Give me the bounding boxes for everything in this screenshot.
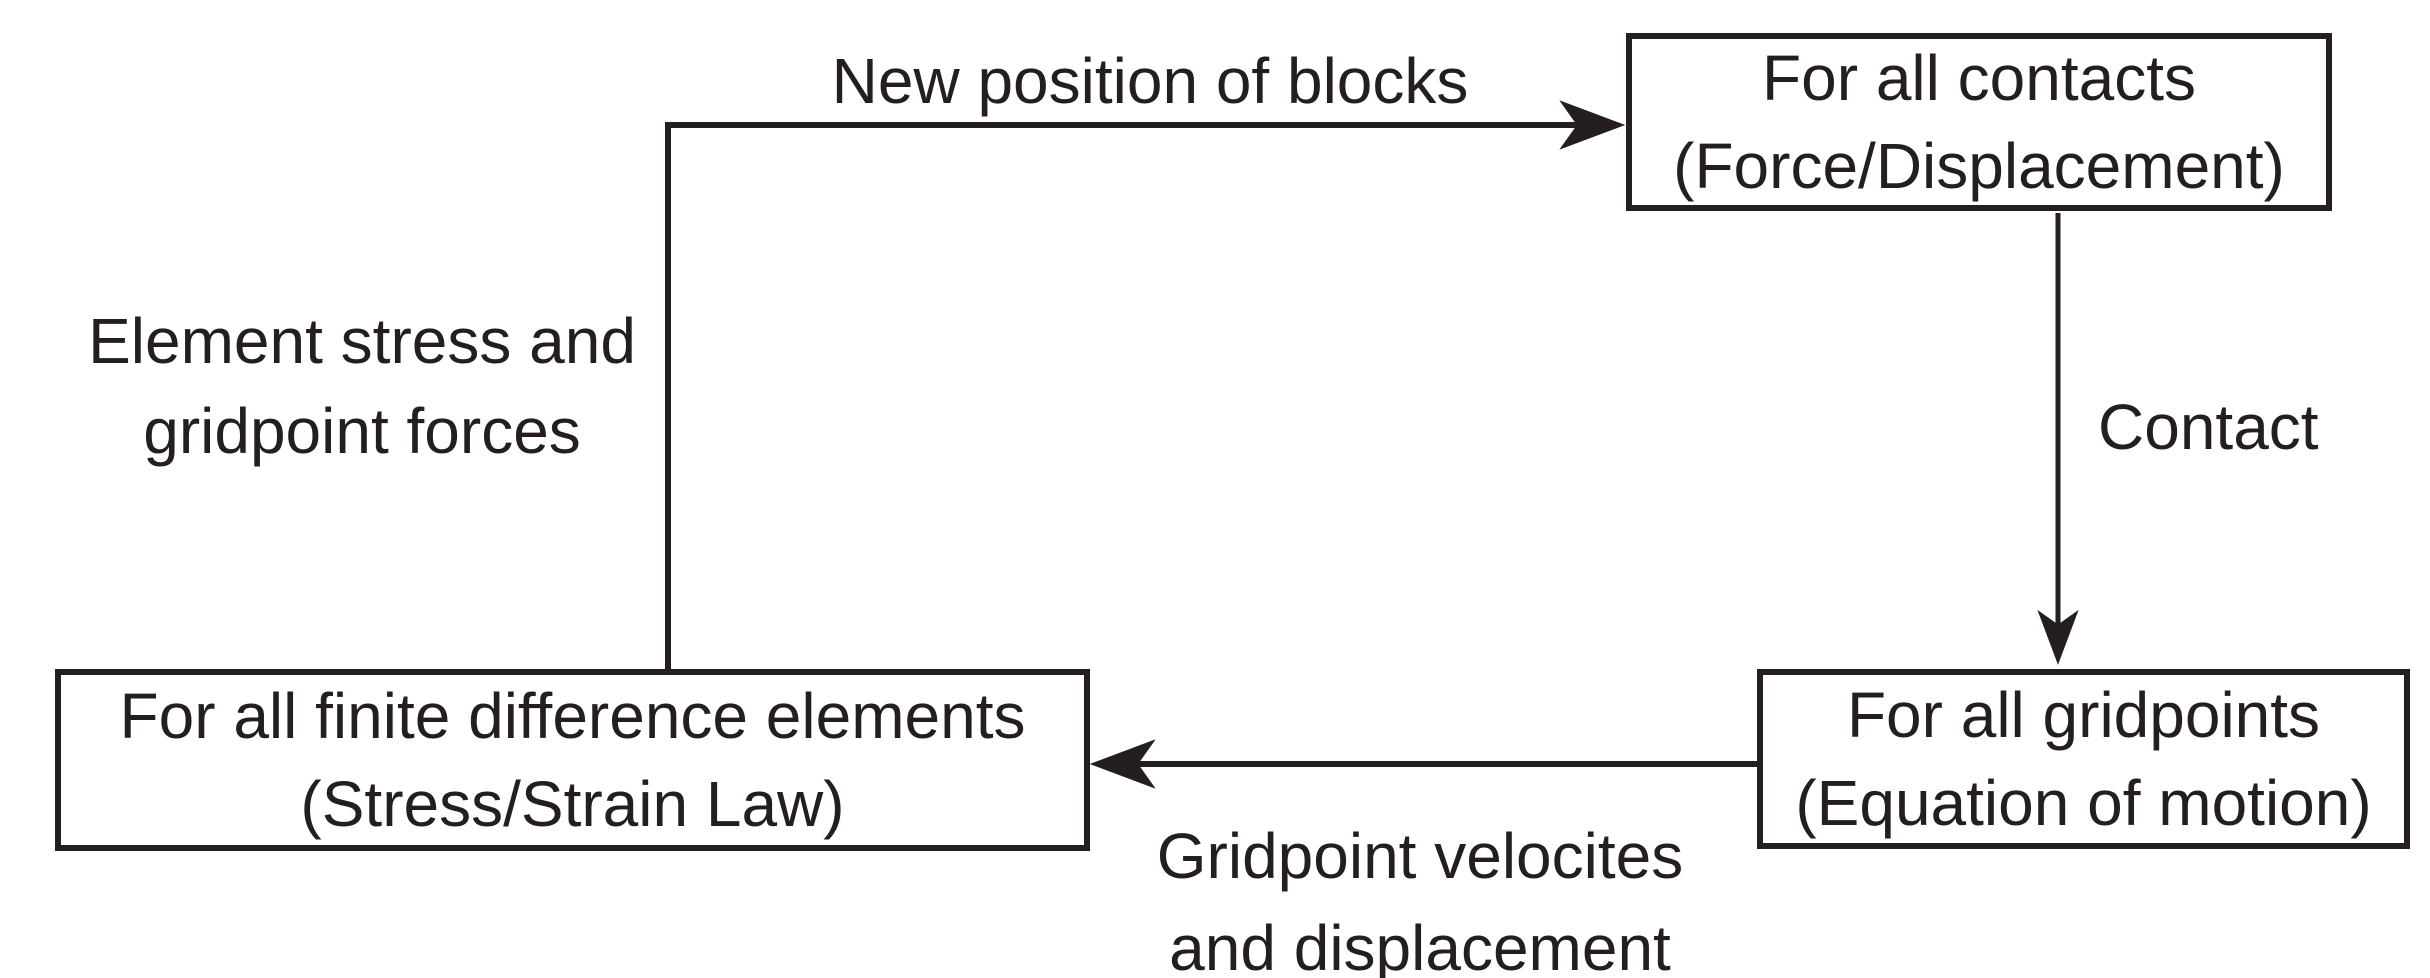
node-for-all-finite-difference-elements-subtitle: (Stress/Strain Law)	[300, 768, 845, 840]
node-for-all-finite-difference-elements: For all finite difference elements (Stre…	[55, 669, 1090, 851]
node-for-all-contacts-subtitle: (Force/Displacement)	[1673, 130, 2285, 202]
node-for-all-gridpoints-subtitle: (Equation of motion)	[1795, 767, 2372, 839]
edge-label-gridpoint-velocities-line1: Gridpoint velocites	[1156, 820, 1684, 892]
edge-label-gridpoint-velocities: Gridpoint velocites and displacement	[1157, 810, 1683, 978]
node-for-all-finite-difference-elements-title: For all finite difference elements	[119, 680, 1026, 752]
node-for-all-gridpoints-title: For all gridpoints	[1846, 679, 2321, 751]
edge-label-new-position-of-blocks: New position of blocks	[831, 45, 1469, 117]
edge-label-element-stress: Element stress and gridpoint forces	[88, 296, 636, 476]
edge-label-element-stress-line2: gridpoint forces	[143, 395, 581, 467]
edge-label-gridpoint-velocities-line2: and displacement	[1169, 912, 1671, 978]
edge-label-contact: Contact	[2098, 391, 2319, 463]
node-for-all-contacts-title: For all contacts	[1762, 42, 2196, 114]
node-for-all-gridpoints: For all gridpoints (Equation of motion)	[1757, 669, 2410, 849]
arrow-elements-to-contacts	[665, 100, 1626, 672]
edge-label-element-stress-line1: Element stress and	[88, 305, 636, 377]
node-for-all-contacts: For all contacts (Force/Displacement)	[1626, 33, 2332, 211]
